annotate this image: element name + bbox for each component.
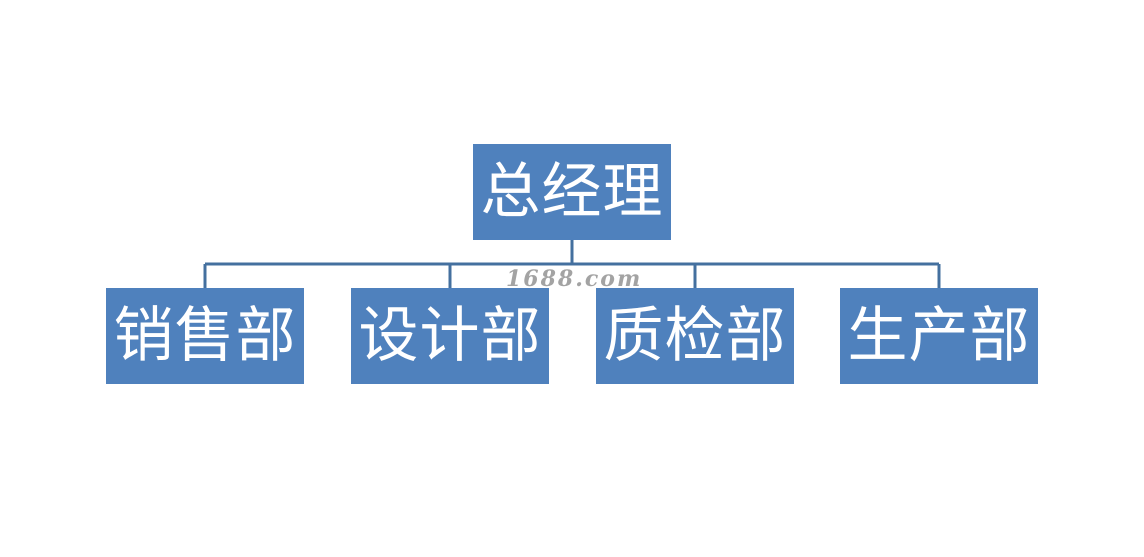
watermark-text: 1688.com — [506, 266, 643, 292]
org-node-label: 销售部 — [113, 301, 297, 371]
org-node-sales-dept: 销售部 — [106, 288, 304, 384]
org-node-design-dept: 设计部 — [351, 288, 549, 384]
org-node-production-dept: 生产部 — [840, 288, 1038, 384]
org-node-label: 设计部 — [358, 301, 542, 371]
org-node-general-manager: 总经理 — [473, 144, 671, 240]
org-node-label: 生产部 — [847, 301, 1031, 371]
org-node-label: 总经理 — [480, 157, 664, 227]
org-node-label: 质检部 — [603, 301, 787, 371]
org-node-qc-dept: 质检部 — [596, 288, 794, 384]
